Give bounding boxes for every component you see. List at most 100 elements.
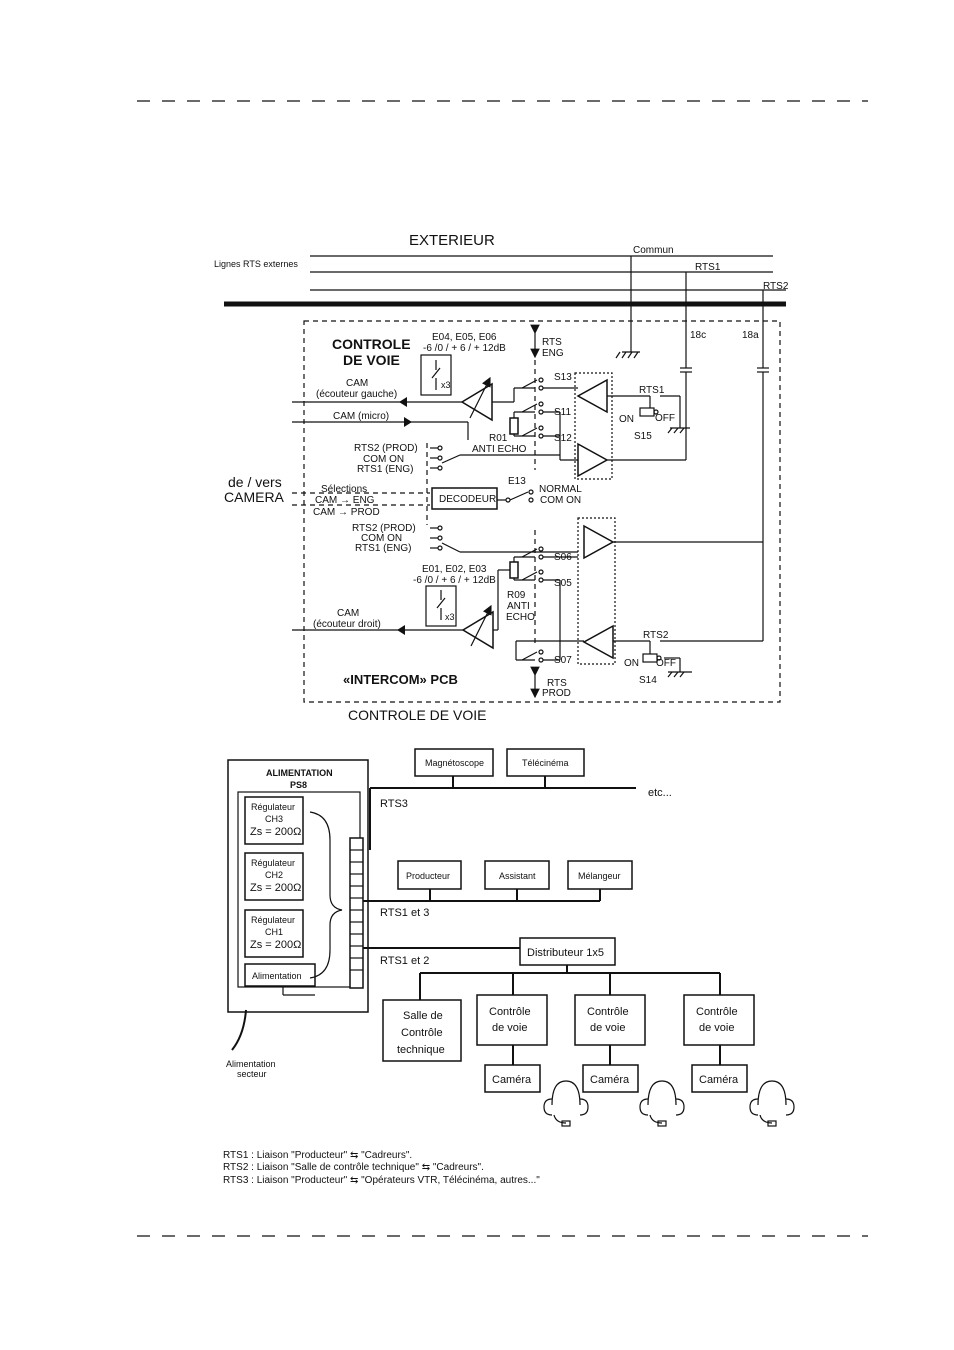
cam-gauche-1: CAM [346,378,368,389]
s15-label: S15 [634,431,652,442]
e01-gain-label: -6 /0 / + 6 / + 12dB [413,575,496,586]
alim-title-1: ALIMENTATION [266,768,333,778]
s13-label: S13 [554,372,572,383]
camera-box-1 [484,1064,541,1093]
decodeur-label: DECODEUR [439,494,496,505]
regulateur-ch3-ch: CH3 [265,814,283,824]
controle-label-2: DE VOIE [343,352,400,368]
camera-label-2: Caméra [590,1074,630,1086]
amp-rts2-out [583,524,615,560]
anti-bot-label: ANTI [507,601,530,612]
legend-rts1: RTS1 : Liaison "Producteur" ⇆ "Cadreurs"… [223,1150,412,1161]
camera-label-3: Caméra [699,1074,739,1086]
rts-prod-1: RTS [547,678,567,689]
rts-eng-1: RTS [542,337,562,348]
controle-de-voie-title: CONTROLE DE VOIE [348,707,486,723]
rts1-s15-label: RTS1 [639,385,665,396]
regulateur-ch2-ch: CH2 [265,870,283,880]
cdv-1-line1: Contrôle [489,1006,531,1018]
etc-label: etc... [648,787,672,799]
alimentation-label: Alimentation [252,971,302,981]
rts1-et-2-label: RTS1 et 2 [380,955,429,967]
off-top-label: OFF [655,413,675,424]
alim-secteur-1: Alimentation [226,1059,276,1069]
magnetoscope-label: Magnétoscope [425,758,484,768]
rts2-prod-b: RTS2 (PROD) [352,523,416,534]
regulateur-ch1 [244,909,304,958]
salle-1: Salle de [403,1010,443,1022]
salle-3: technique [397,1044,445,1056]
rts2-line-label: RTS2 [763,281,789,292]
intercom-label: «INTERCOM» PCB [343,672,458,687]
off-bot-label: OFF [656,658,676,669]
s11-label: S11 [554,407,571,418]
exterieur-title: EXTERIEUR [409,232,495,249]
rts3-label: RTS3 [380,798,408,810]
s12-label: S12 [554,433,572,444]
rts1-line-label: RTS1 [695,262,721,273]
headset-icon [543,1080,589,1127]
com-on-e13-label: COM ON [540,495,581,506]
distributeur-label: Distributeur 1x5 [527,947,604,959]
controle-voie-box-1 [476,994,548,1046]
pin-18c-label: 18c [690,330,706,341]
regulateur-ch1-zs: Zs = 200Ω [250,939,301,951]
selections-label: Sélections [321,484,367,495]
pin-18a-label: 18a [742,330,759,341]
e01-label: E01, E02, E03 [422,564,487,575]
normal-label: NORMAL [539,484,582,495]
rts2-s14-label: RTS2 [643,630,669,641]
com-on-b: COM ON [361,533,402,544]
connector-strip [349,837,364,989]
amp-rts1-in [576,378,608,414]
echo-bot-label: ECHO [506,612,535,623]
e13-label: E13 [508,476,526,487]
de-vers-2: CAMERA [224,489,285,505]
intercom-pcb-outline [303,320,781,703]
r09-label: R09 [507,590,526,601]
controle-voie-box-3 [683,994,755,1046]
s14-label: S14 [639,675,657,686]
anti-echo-top: ANTI ECHO [472,444,527,455]
camera-label-1: Caméra [492,1074,532,1086]
rts-prod-2: PROD [542,688,571,699]
cam-droit-2: (écouteur droit) [313,619,381,630]
regulateur-ch3 [244,796,304,845]
rts-eng-2: ENG [542,348,564,359]
melangeur-label: Mélangeur [578,871,621,881]
on-top-label: ON [619,414,634,425]
regulateur-ch3-label: Régulateur [251,802,295,812]
cam-droit-1: CAM [337,608,359,619]
headset-icon [749,1080,795,1127]
s05-label: S05 [554,578,572,589]
s07-label: S07 [554,655,572,666]
rts1-eng-b: RTS1 (ENG) [355,543,412,554]
legend-rts2: RTS2 : Liaison "Salle de contrôle techni… [223,1162,484,1173]
rts1-et-3-label: RTS1 et 3 [380,907,429,919]
alim-title-2: PS8 [290,780,307,790]
cdv-2-line1: Contrôle [587,1006,629,1018]
de-vers-1: de / vers [228,474,282,490]
camera-box-3 [691,1064,748,1093]
melangeur-box [567,860,633,890]
cdv-1-line2: de voie [492,1022,527,1034]
cam-micro-label: CAM (micro) [333,411,389,422]
camera-box-2 [582,1064,639,1093]
cdv-3-line1: Contrôle [696,1006,738,1018]
commun-label: Commun [633,245,674,256]
decodeur-box [431,487,498,510]
telecinema-box [506,748,585,777]
r01-label: R01 [489,433,508,444]
regulateur-ch2-label: Régulateur [251,858,295,868]
regulateur-ch2-zs: Zs = 200Ω [250,882,301,894]
alimentation-box [244,963,316,987]
on-bot-label: ON [624,658,639,669]
amp-rts2-in [582,624,614,660]
regulateur-ch3-zs: Zs = 200Ω [250,826,301,838]
amp-rts1-out [577,442,609,478]
regulateur-ch1-ch: CH1 [265,927,283,937]
x3-top-label: x3 [441,380,451,390]
salle-controle-box [382,999,462,1062]
salle-2: Contrôle [401,1027,443,1039]
